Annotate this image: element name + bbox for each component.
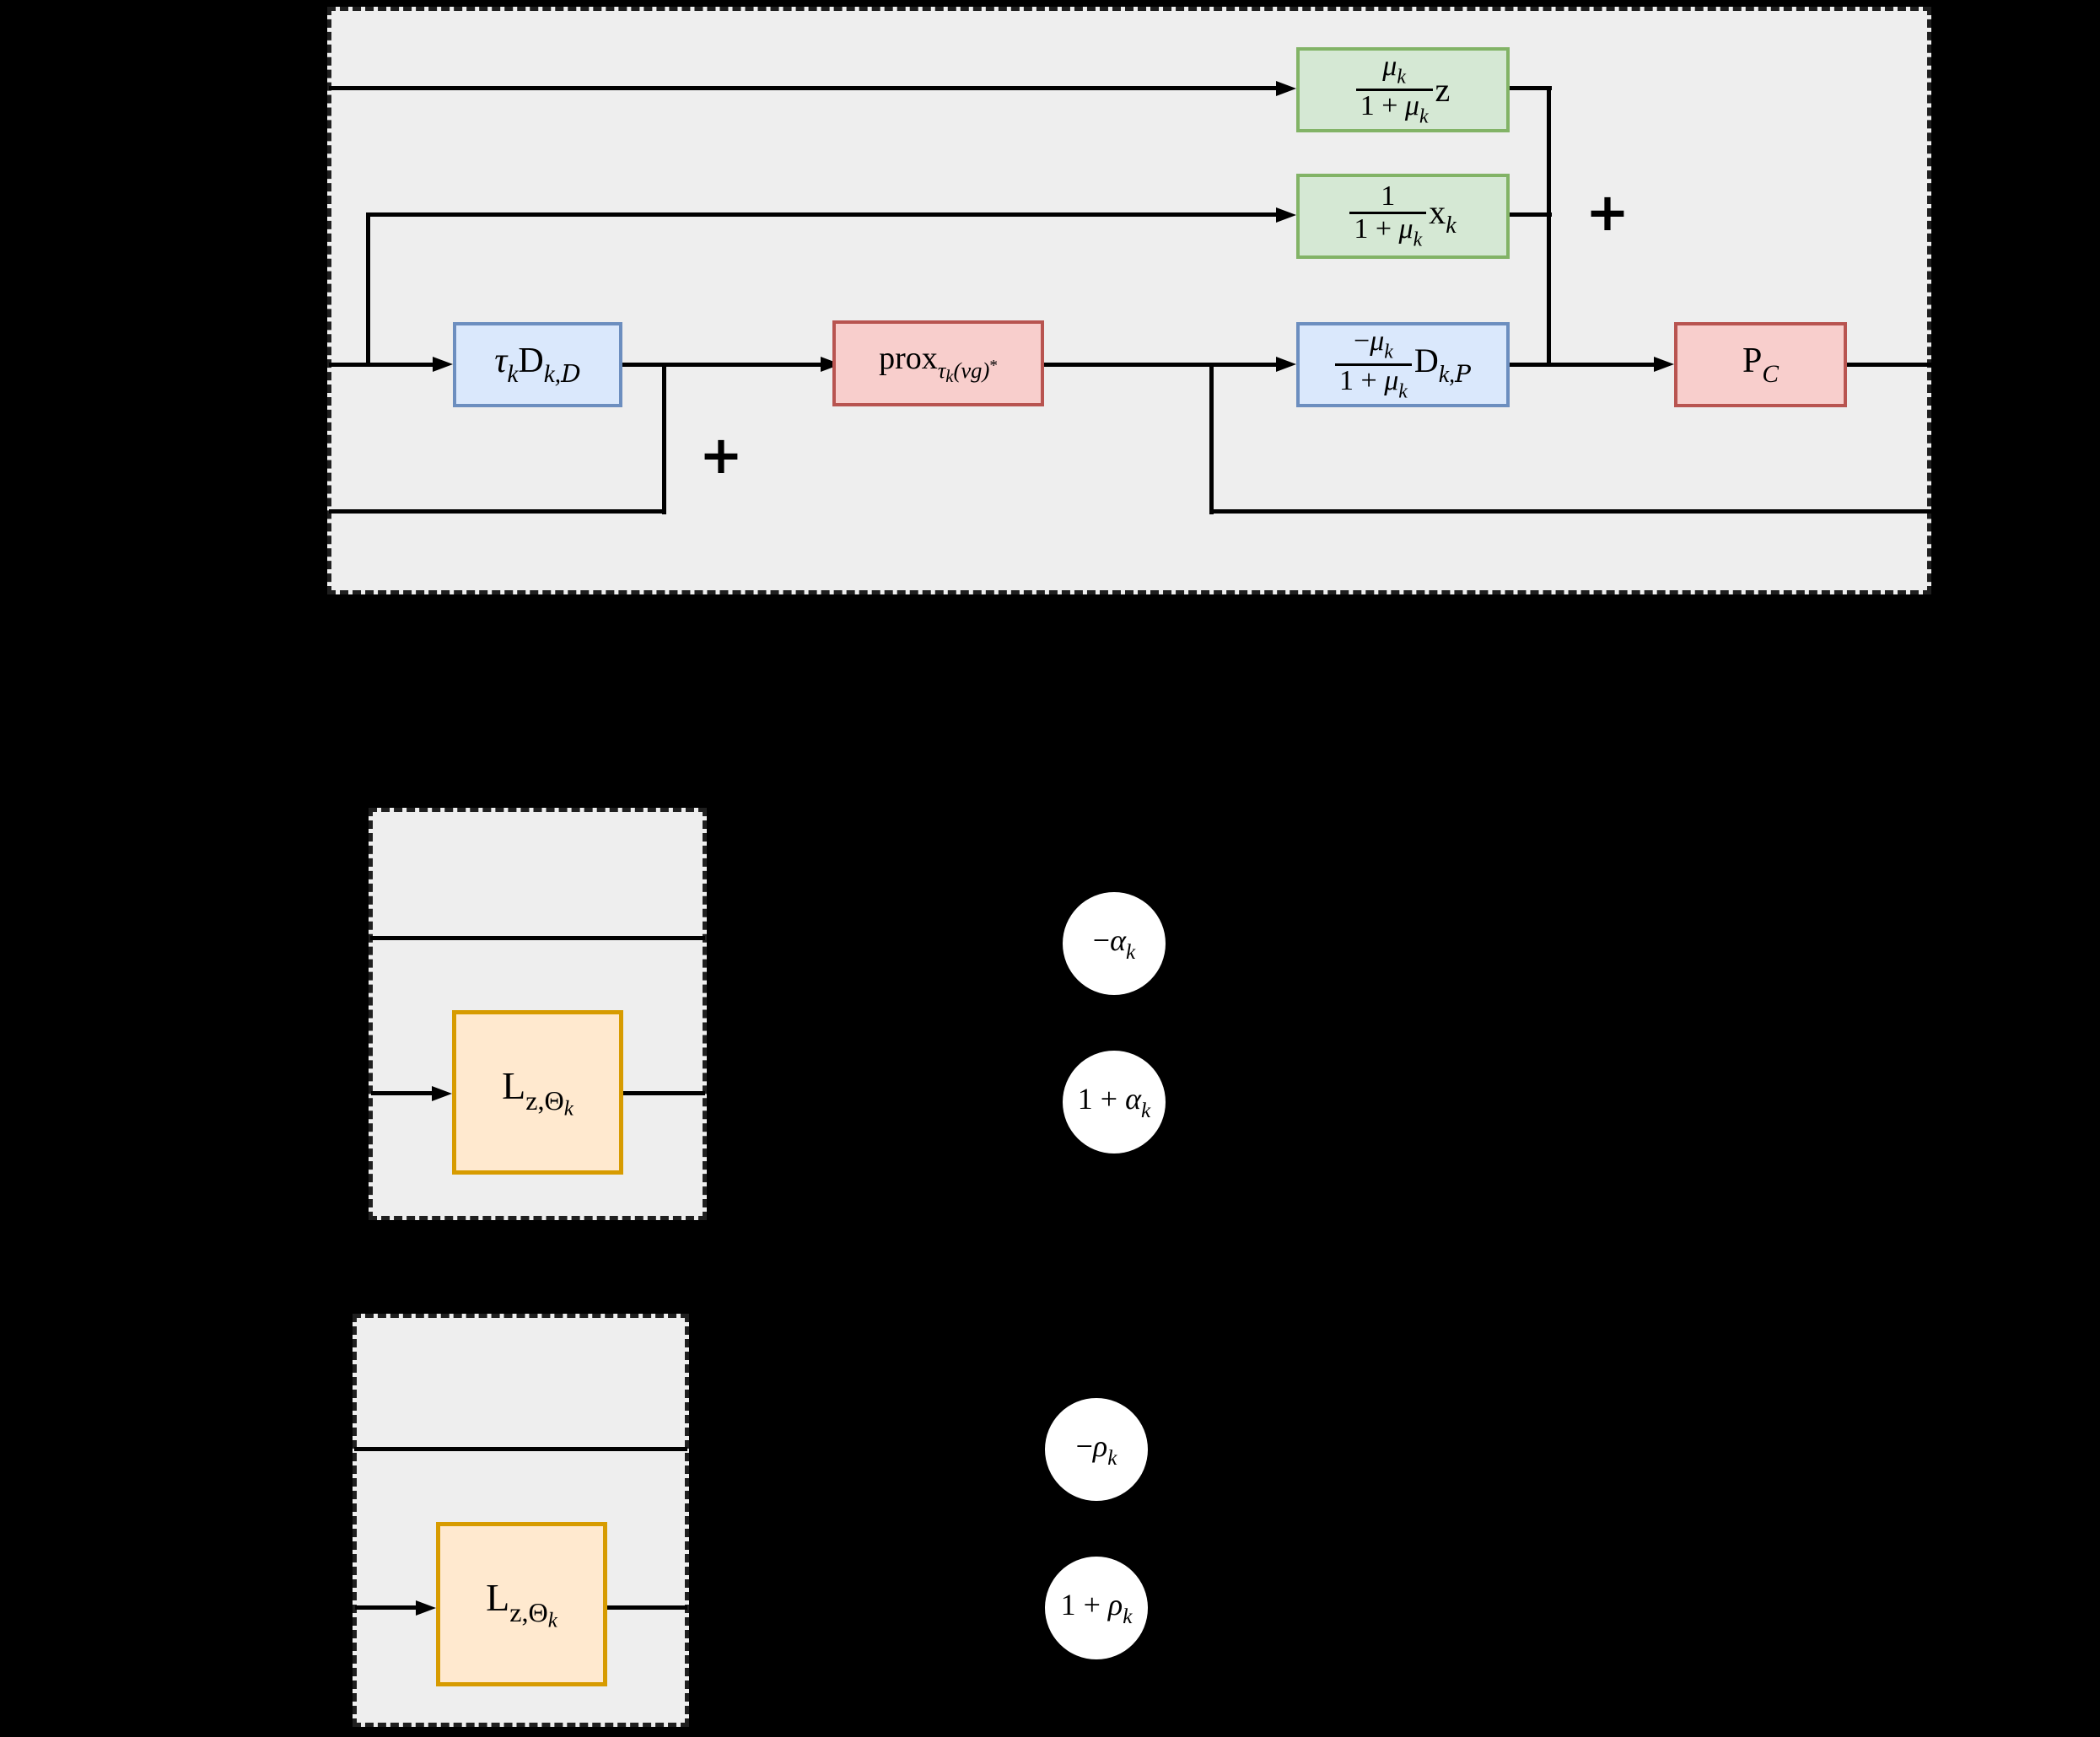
fraction: μk 1 + μk — [1355, 50, 1433, 128]
l-block-input-line — [371, 1091, 432, 1095]
tap-line-x — [366, 212, 370, 367]
operand-label: xk — [1429, 193, 1457, 239]
fraction-numerator: 1 — [1381, 180, 1396, 212]
input-line-x — [369, 212, 1278, 217]
feedback-line-right — [1209, 509, 1931, 514]
learned-operator-block-rho: Lz,Θk — [436, 1522, 607, 1686]
sum-junction-line-left — [662, 363, 666, 514]
sum-symbol-bottom: + — [699, 424, 743, 486]
gain-label: −αk — [1092, 922, 1136, 965]
fraction-denominator: 1 + μk — [1335, 363, 1412, 403]
alpha-passthrough-line — [370, 936, 705, 940]
feedback-junction-line-right — [1209, 363, 1214, 514]
gain-x-block: 1 1 + μk xk — [1296, 174, 1510, 259]
l-block-output-line — [607, 1605, 687, 1610]
sum-symbol-top: + — [1586, 181, 1629, 243]
gain-circle-one-plus-alpha: 1 + αk — [1063, 1051, 1166, 1154]
main-input-line — [329, 363, 433, 367]
arrowhead-icon — [416, 1600, 436, 1616]
primal-step-block: −μk 1 + μk Dk,P — [1296, 322, 1510, 407]
arrowhead-icon — [1276, 357, 1296, 372]
sum-bus-line — [1547, 86, 1551, 367]
dual-step-block: τkDk,D — [453, 322, 622, 407]
l-block-input-line — [355, 1605, 416, 1610]
operand-label: z — [1435, 71, 1451, 109]
operator-label: Dk,P — [1413, 341, 1471, 388]
projection-output-line — [1847, 363, 1931, 367]
projection-block: PC — [1674, 322, 1847, 407]
gain-circle-one-plus-rho: 1 + ρk — [1045, 1557, 1148, 1659]
gain-label: −ρk — [1075, 1428, 1117, 1471]
gain-circle-neg-alpha: −αk — [1063, 892, 1166, 995]
operator-label: proxτk(νg)* — [879, 341, 998, 386]
arrowhead-icon — [1654, 357, 1674, 372]
fraction: −μk 1 + μk — [1335, 325, 1412, 403]
arrowhead-icon — [1276, 81, 1296, 96]
gain-x-output-line — [1510, 212, 1552, 217]
input-line-z — [329, 86, 1278, 90]
arrowhead-icon — [432, 1086, 452, 1101]
fraction-denominator: 1 + μk — [1349, 212, 1427, 251]
dual-step-output-line — [622, 363, 821, 367]
l-block-output-line — [623, 1091, 705, 1095]
operator-label: Lz,Θk — [486, 1576, 557, 1632]
operator-label: τkDk,D — [494, 341, 581, 388]
arrowhead-icon — [1276, 207, 1296, 223]
fraction: 1 1 + μk — [1349, 180, 1427, 252]
gain-circle-neg-rho: −ρk — [1045, 1398, 1148, 1501]
gain-label: 1 + ρk — [1060, 1587, 1133, 1629]
arrowhead-icon — [433, 357, 453, 372]
rho-passthrough-line — [354, 1447, 687, 1451]
gain-z-block: μk 1 + μk z — [1296, 47, 1510, 132]
operator-label: Lz,Θk — [502, 1064, 573, 1121]
gain-label: 1 + αk — [1077, 1081, 1151, 1123]
fixed-point-iteration-panel — [327, 7, 1931, 594]
prox-output-line — [1044, 363, 1278, 367]
operator-label: PC — [1742, 341, 1779, 388]
fraction-numerator: −μk — [1354, 325, 1393, 363]
prox-block: proxτk(νg)* — [832, 320, 1044, 406]
fraction-denominator: 1 + μk — [1355, 89, 1433, 128]
gain-z-output-line — [1510, 86, 1552, 90]
feedback-line-left — [329, 509, 666, 514]
fraction-numerator: μk — [1382, 50, 1406, 89]
primal-step-output-line — [1510, 363, 1654, 367]
learned-operator-block-alpha: Lz,Θk — [452, 1010, 623, 1175]
